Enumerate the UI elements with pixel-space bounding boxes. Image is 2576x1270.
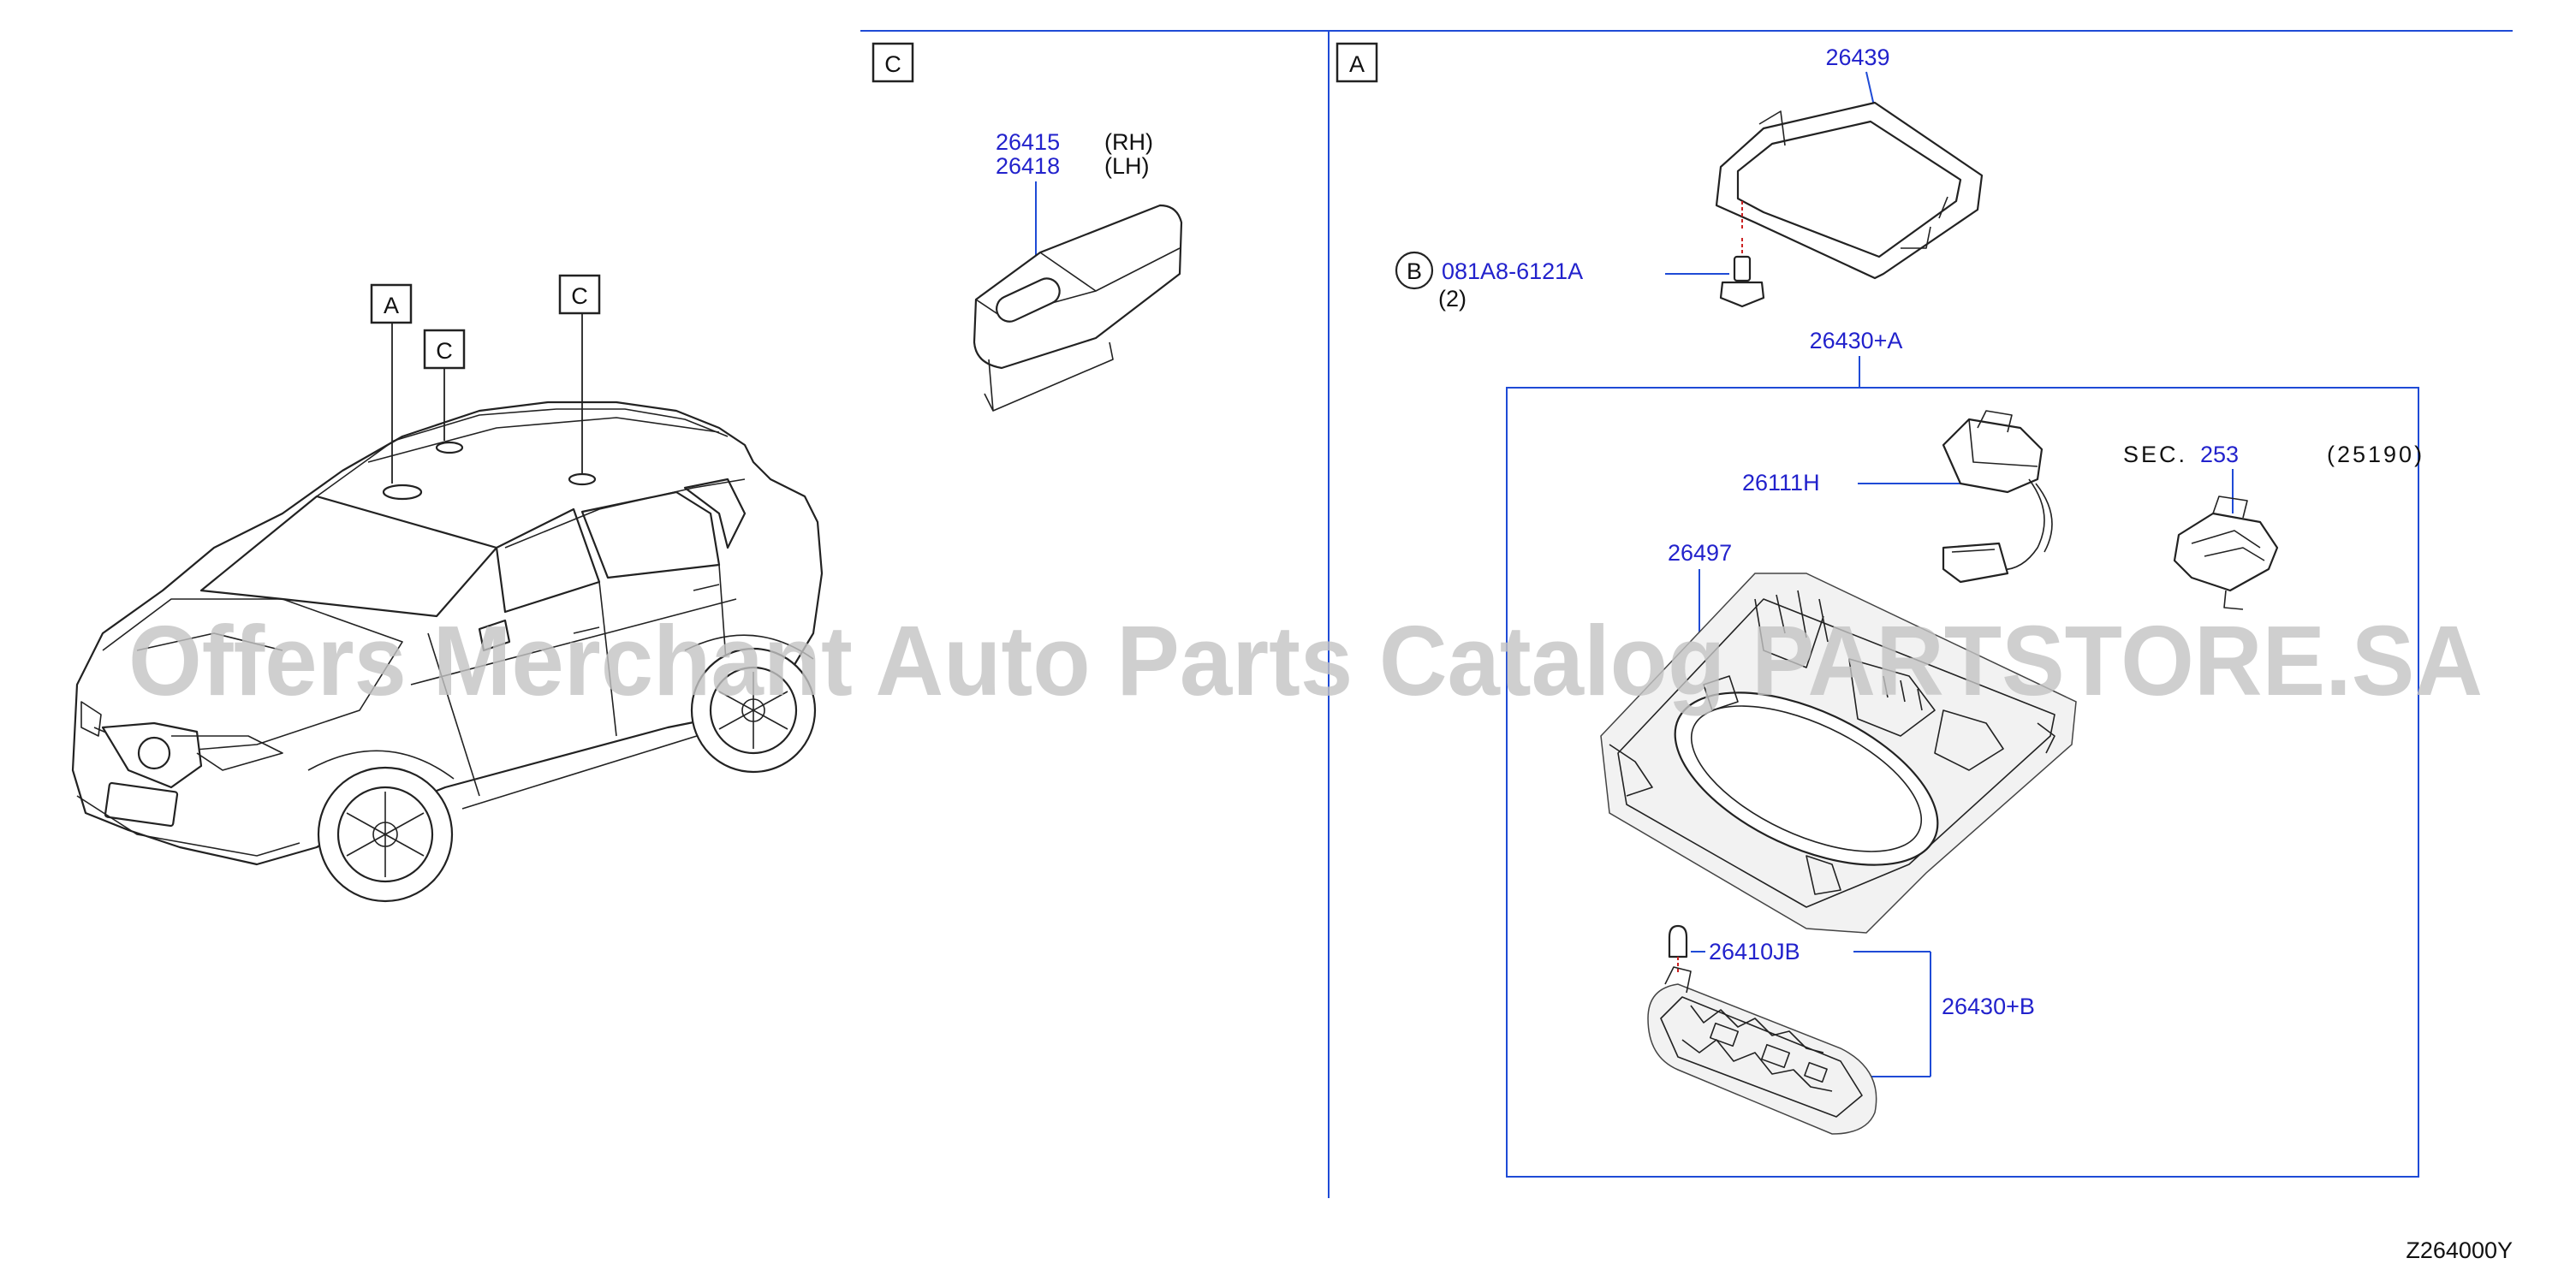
- lamp-26430-b-drawing: [1647, 966, 1877, 1135]
- assembly-26430-a-frame: [1506, 387, 2419, 1178]
- rh-label: (RH): [1104, 129, 1153, 155]
- section-number-253[interactable]: 253: [2200, 442, 2239, 467]
- part-number-26418[interactable]: 26418: [996, 153, 1060, 179]
- housing-26497-drawing: [1600, 573, 2077, 934]
- vehicle-callout-c2-box: [558, 274, 601, 315]
- view-c-label: C: [884, 51, 901, 77]
- part-number-26111h[interactable]: 26111H: [1742, 470, 1820, 496]
- connector-sec-253-drawing: [2173, 496, 2279, 610]
- bolt-quantity: (2): [1438, 286, 1466, 312]
- part-number-26497[interactable]: 26497: [1668, 540, 1732, 566]
- section-prefix: SEC.: [2123, 442, 2187, 467]
- vehicle-callout-a: A: [384, 293, 399, 318]
- bolt-ref-circle: [1395, 251, 1434, 290]
- view-a-label: A: [1349, 51, 1365, 77]
- vehicle-callout-c1: C: [436, 338, 453, 364]
- vehicle-callout-a-box: [370, 283, 413, 324]
- part-number-26430-b[interactable]: 26430+B: [1942, 994, 2035, 1019]
- vehicle-illustration: [71, 401, 824, 903]
- view-c-box: [872, 42, 914, 83]
- switch-26415-drawing: [973, 204, 1183, 412]
- watermark-text: Offers Merchant Auto Parts Catalog PARTS…: [128, 605, 2483, 716]
- part-number-26410jb[interactable]: 26410JB: [1709, 939, 1800, 964]
- part-number-26439[interactable]: 26439: [1825, 45, 1889, 70]
- drawing-code: Z264000Y: [2406, 1237, 2513, 1263]
- bracket-26439-drawing: [1715, 101, 1984, 280]
- bolt-ref-b: B: [1407, 258, 1422, 284]
- lh-label: (LH): [1104, 153, 1150, 179]
- view-a-box: [1336, 42, 1378, 83]
- vehicle-callout-c1-box: [423, 329, 466, 370]
- bolt-drawing: [1719, 238, 1765, 308]
- harness-26111h-drawing: [1942, 410, 2053, 584]
- part-number-081a8-6121a[interactable]: 081A8-6121A: [1442, 258, 1583, 284]
- vehicle-callout-c2: C: [571, 283, 588, 309]
- section-ref-25190: (25190): [2327, 442, 2424, 467]
- part-number-26415[interactable]: 26415: [996, 129, 1060, 155]
- part-number-26430-a[interactable]: 26430+A: [1810, 328, 1903, 353]
- bulb-26410jb-drawing: [1668, 924, 1688, 974]
